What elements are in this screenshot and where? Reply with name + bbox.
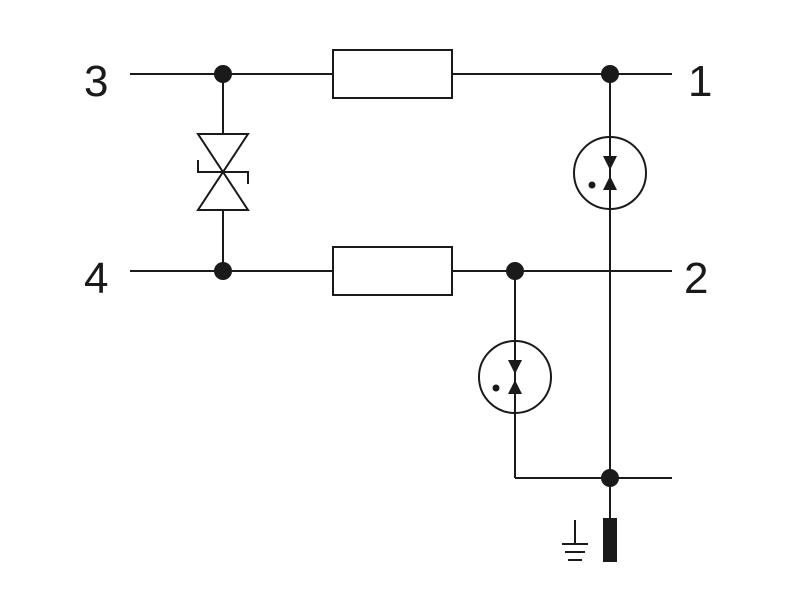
resistor-top	[332, 49, 453, 99]
gas-discharge-tube-center	[478, 271, 552, 478]
junction-node	[601, 65, 619, 83]
terminal-label-2: 2	[684, 254, 708, 303]
terminal-label-3: 3	[84, 57, 108, 106]
junction-node	[601, 469, 619, 487]
ground-terminal-block	[603, 478, 617, 562]
terminal-label-1: 1	[688, 57, 712, 106]
junction-node	[506, 262, 524, 280]
bidirectional-suppressor-diode	[196, 74, 250, 271]
gas-discharge-tube-right	[573, 74, 647, 478]
junction-node	[214, 262, 232, 280]
earth-ground-icon	[562, 520, 588, 561]
terminal-label-4: 4	[84, 254, 108, 303]
junction-node	[214, 65, 232, 83]
resistor-bottom	[332, 246, 453, 296]
